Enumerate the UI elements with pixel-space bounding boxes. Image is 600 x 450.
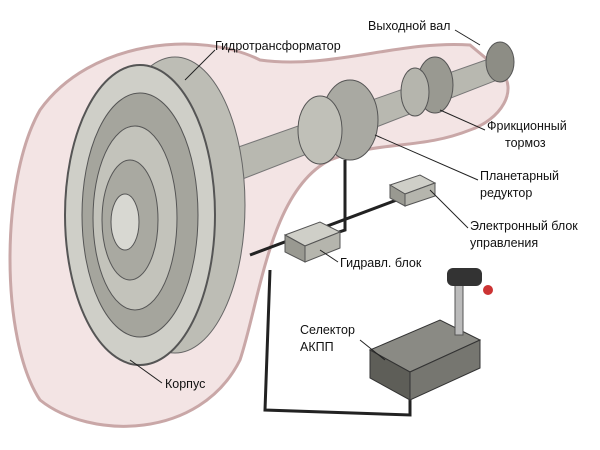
planetary-gear [297,79,379,165]
label-friction-brake-2: тормоз [505,136,546,150]
label-housing: Корпус [165,377,206,391]
label-ecu-1: Электронный блок [470,219,578,233]
label-planetary-1: Планетарный [480,169,560,183]
leader-lines [129,29,486,384]
friction-brake [400,56,454,117]
label-selector-2: АКПП [300,340,334,354]
selector-unit [368,268,493,401]
label-hydraulic-block: Гидравл. блок [340,256,422,270]
label-ecu-2: управления [470,236,539,250]
electronic-control-unit [388,174,437,207]
label-planetary-2: редуктор [480,186,533,200]
label-torque-converter: Гидротрансформатор [215,39,341,53]
label-friction-brake-1: Фрикционный [487,119,567,133]
torque-converter [64,56,246,366]
label-output-shaft: Выходной вал [368,19,451,33]
hydraulic-block [283,221,342,263]
label-selector-1: Селектор [300,323,355,337]
